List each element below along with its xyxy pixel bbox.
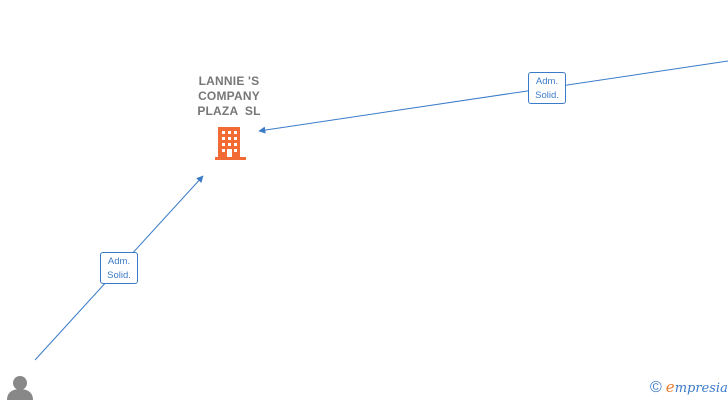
role-label-line-2: Solid. (535, 90, 559, 101)
edge-external-to-company (258, 60, 728, 134)
copyright-icon: © (650, 379, 662, 396)
company-name-line-1[interactable]: LANNIE 'S (198, 74, 260, 88)
brand-name: mpresia (674, 381, 728, 396)
person-icon[interactable] (5, 374, 35, 400)
empresia-logo[interactable]: ©empresia (650, 378, 728, 397)
building-icon[interactable] (213, 126, 247, 167)
company-name-line-3[interactable]: PLAZA SL (197, 104, 261, 118)
role-label-external[interactable]: Adm. Solid. (528, 72, 566, 104)
company-name[interactable]: LANNIE 'S COMPANY PLAZA SL (184, 74, 274, 119)
role-label-line-2: Solid. (107, 270, 131, 281)
company-name-line-2[interactable]: COMPANY (198, 89, 260, 103)
role-label-line-1: Adm. (535, 76, 559, 87)
role-label-person[interactable]: Adm. Solid. (100, 252, 138, 284)
brand-initial: e (665, 378, 675, 396)
role-label-line-1: Adm. (107, 256, 131, 267)
